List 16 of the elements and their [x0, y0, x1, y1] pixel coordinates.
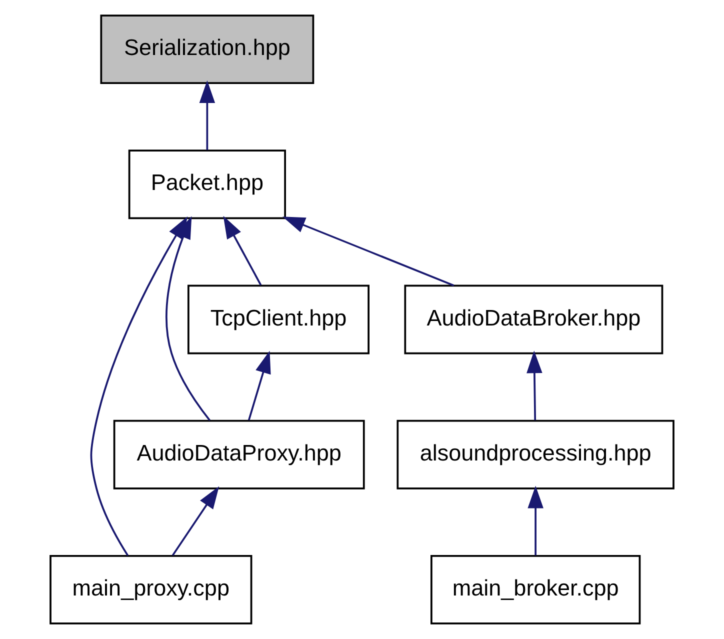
arrow [526, 350, 542, 420]
arrow [528, 486, 544, 556]
arrow [248, 350, 271, 421]
arrow [223, 216, 262, 286]
node-box: main_broker.cpp [430, 555, 641, 624]
arrow [282, 216, 454, 286]
node-box: alsoundprocessing.hpp [396, 420, 674, 490]
node-box: TcpClient.hpp [187, 284, 370, 354]
arrow [90, 216, 188, 556]
node-box: Packet.hpp [128, 150, 286, 220]
arrow [172, 486, 220, 556]
node-box: Serialization.hpp [100, 14, 314, 84]
node-box: main_proxy.cpp [50, 555, 252, 624]
arrow [199, 80, 216, 150]
node-box: AudioDataProxy.hpp [113, 420, 365, 490]
node-box: AudioDataBroker.hpp [404, 284, 664, 354]
